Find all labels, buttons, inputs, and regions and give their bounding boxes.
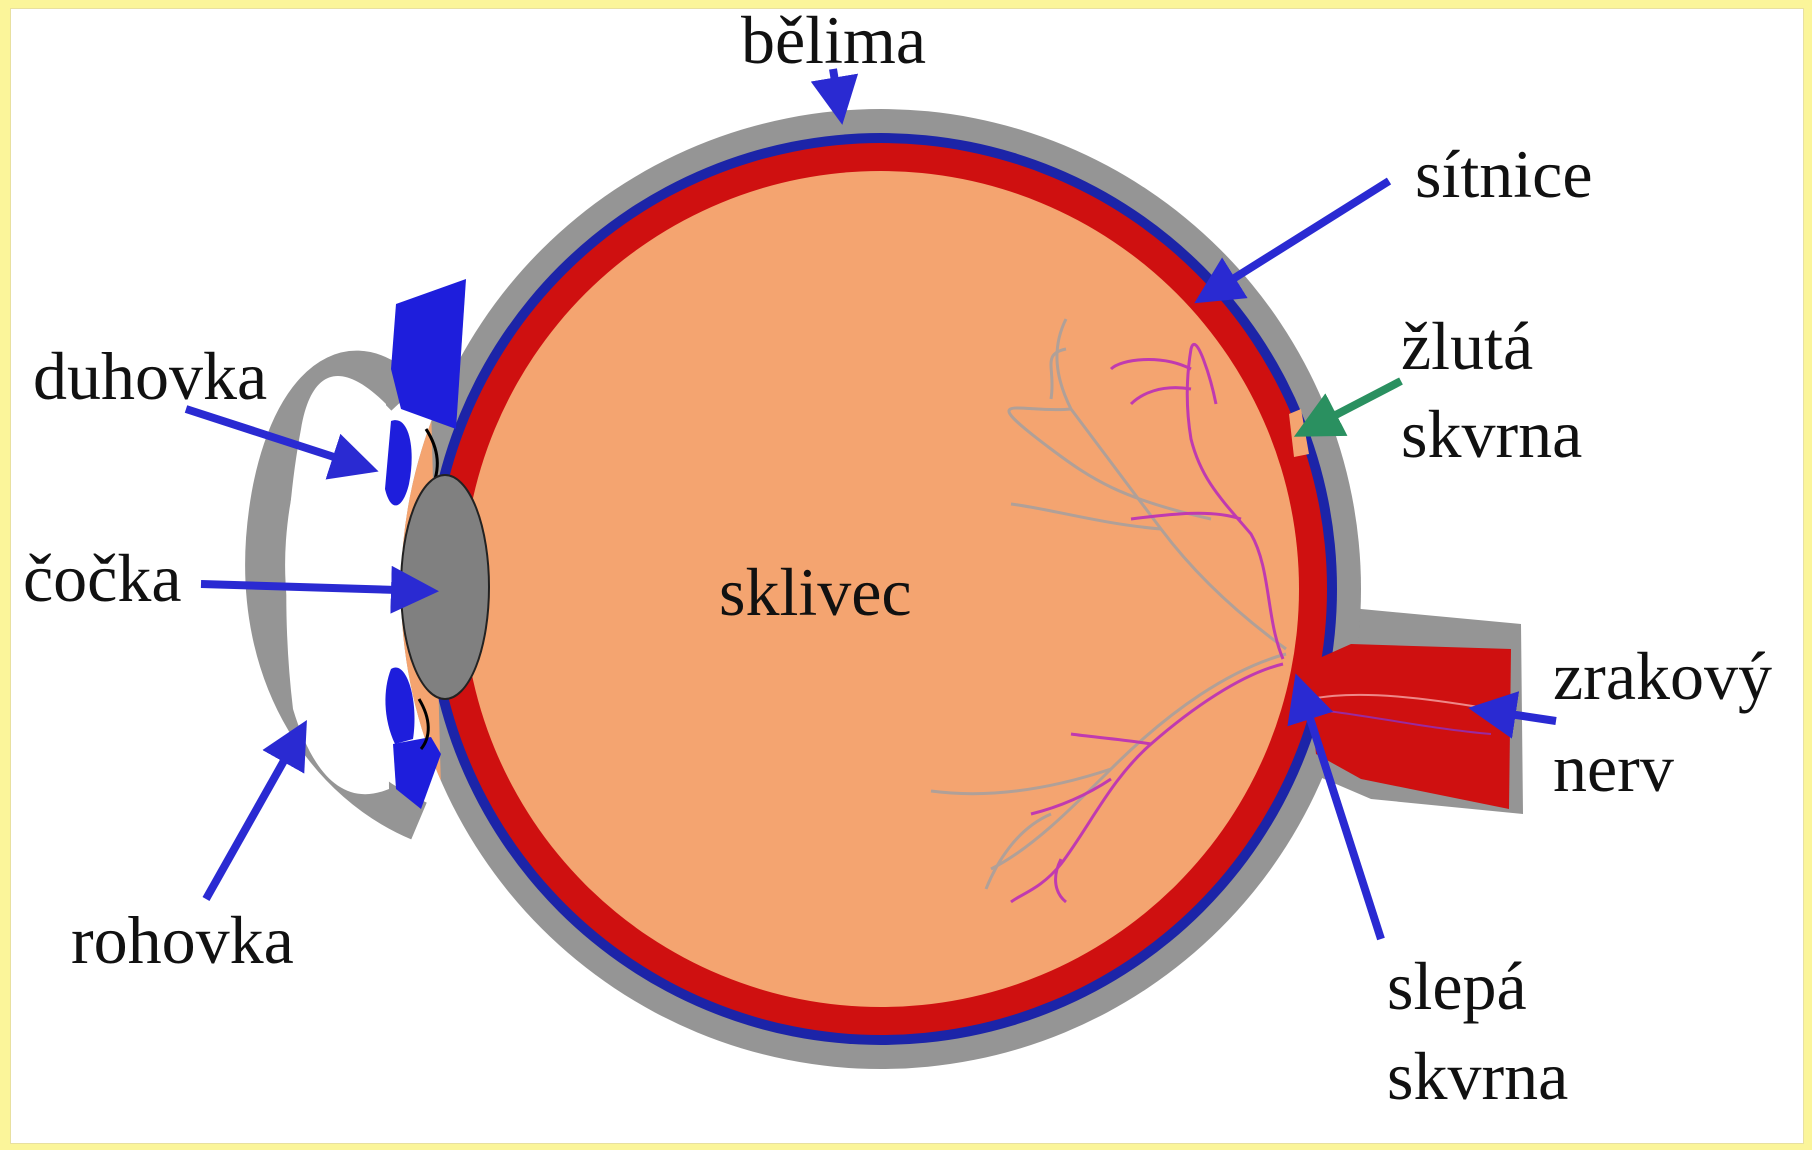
label-retina: sítnice <box>1415 137 1593 211</box>
label-cornea: rohovka <box>71 903 294 977</box>
retina-arrow <box>1201 181 1389 299</box>
label-iris: duhovka <box>33 339 267 413</box>
diagram-panel: bělima sítnice žlutá skvrna duhovka čočk… <box>10 8 1804 1144</box>
label-macula-line1: žlutá <box>1401 309 1533 383</box>
label-optic-nerve-line1: zrakový <box>1553 639 1772 713</box>
label-sclera: bělima <box>741 3 926 77</box>
label-blind-spot-line1: slepá <box>1387 949 1527 1023</box>
label-blind-spot-line2: skvrna <box>1387 1039 1568 1113</box>
label-macula-line2: skvrna <box>1401 397 1582 471</box>
cornea-arrow <box>206 727 303 899</box>
label-optic-nerve-line2: nerv <box>1553 731 1674 805</box>
label-lens: čočka <box>23 541 182 615</box>
iris-upper <box>391 279 466 429</box>
label-vitreous: sklivec <box>719 555 912 629</box>
